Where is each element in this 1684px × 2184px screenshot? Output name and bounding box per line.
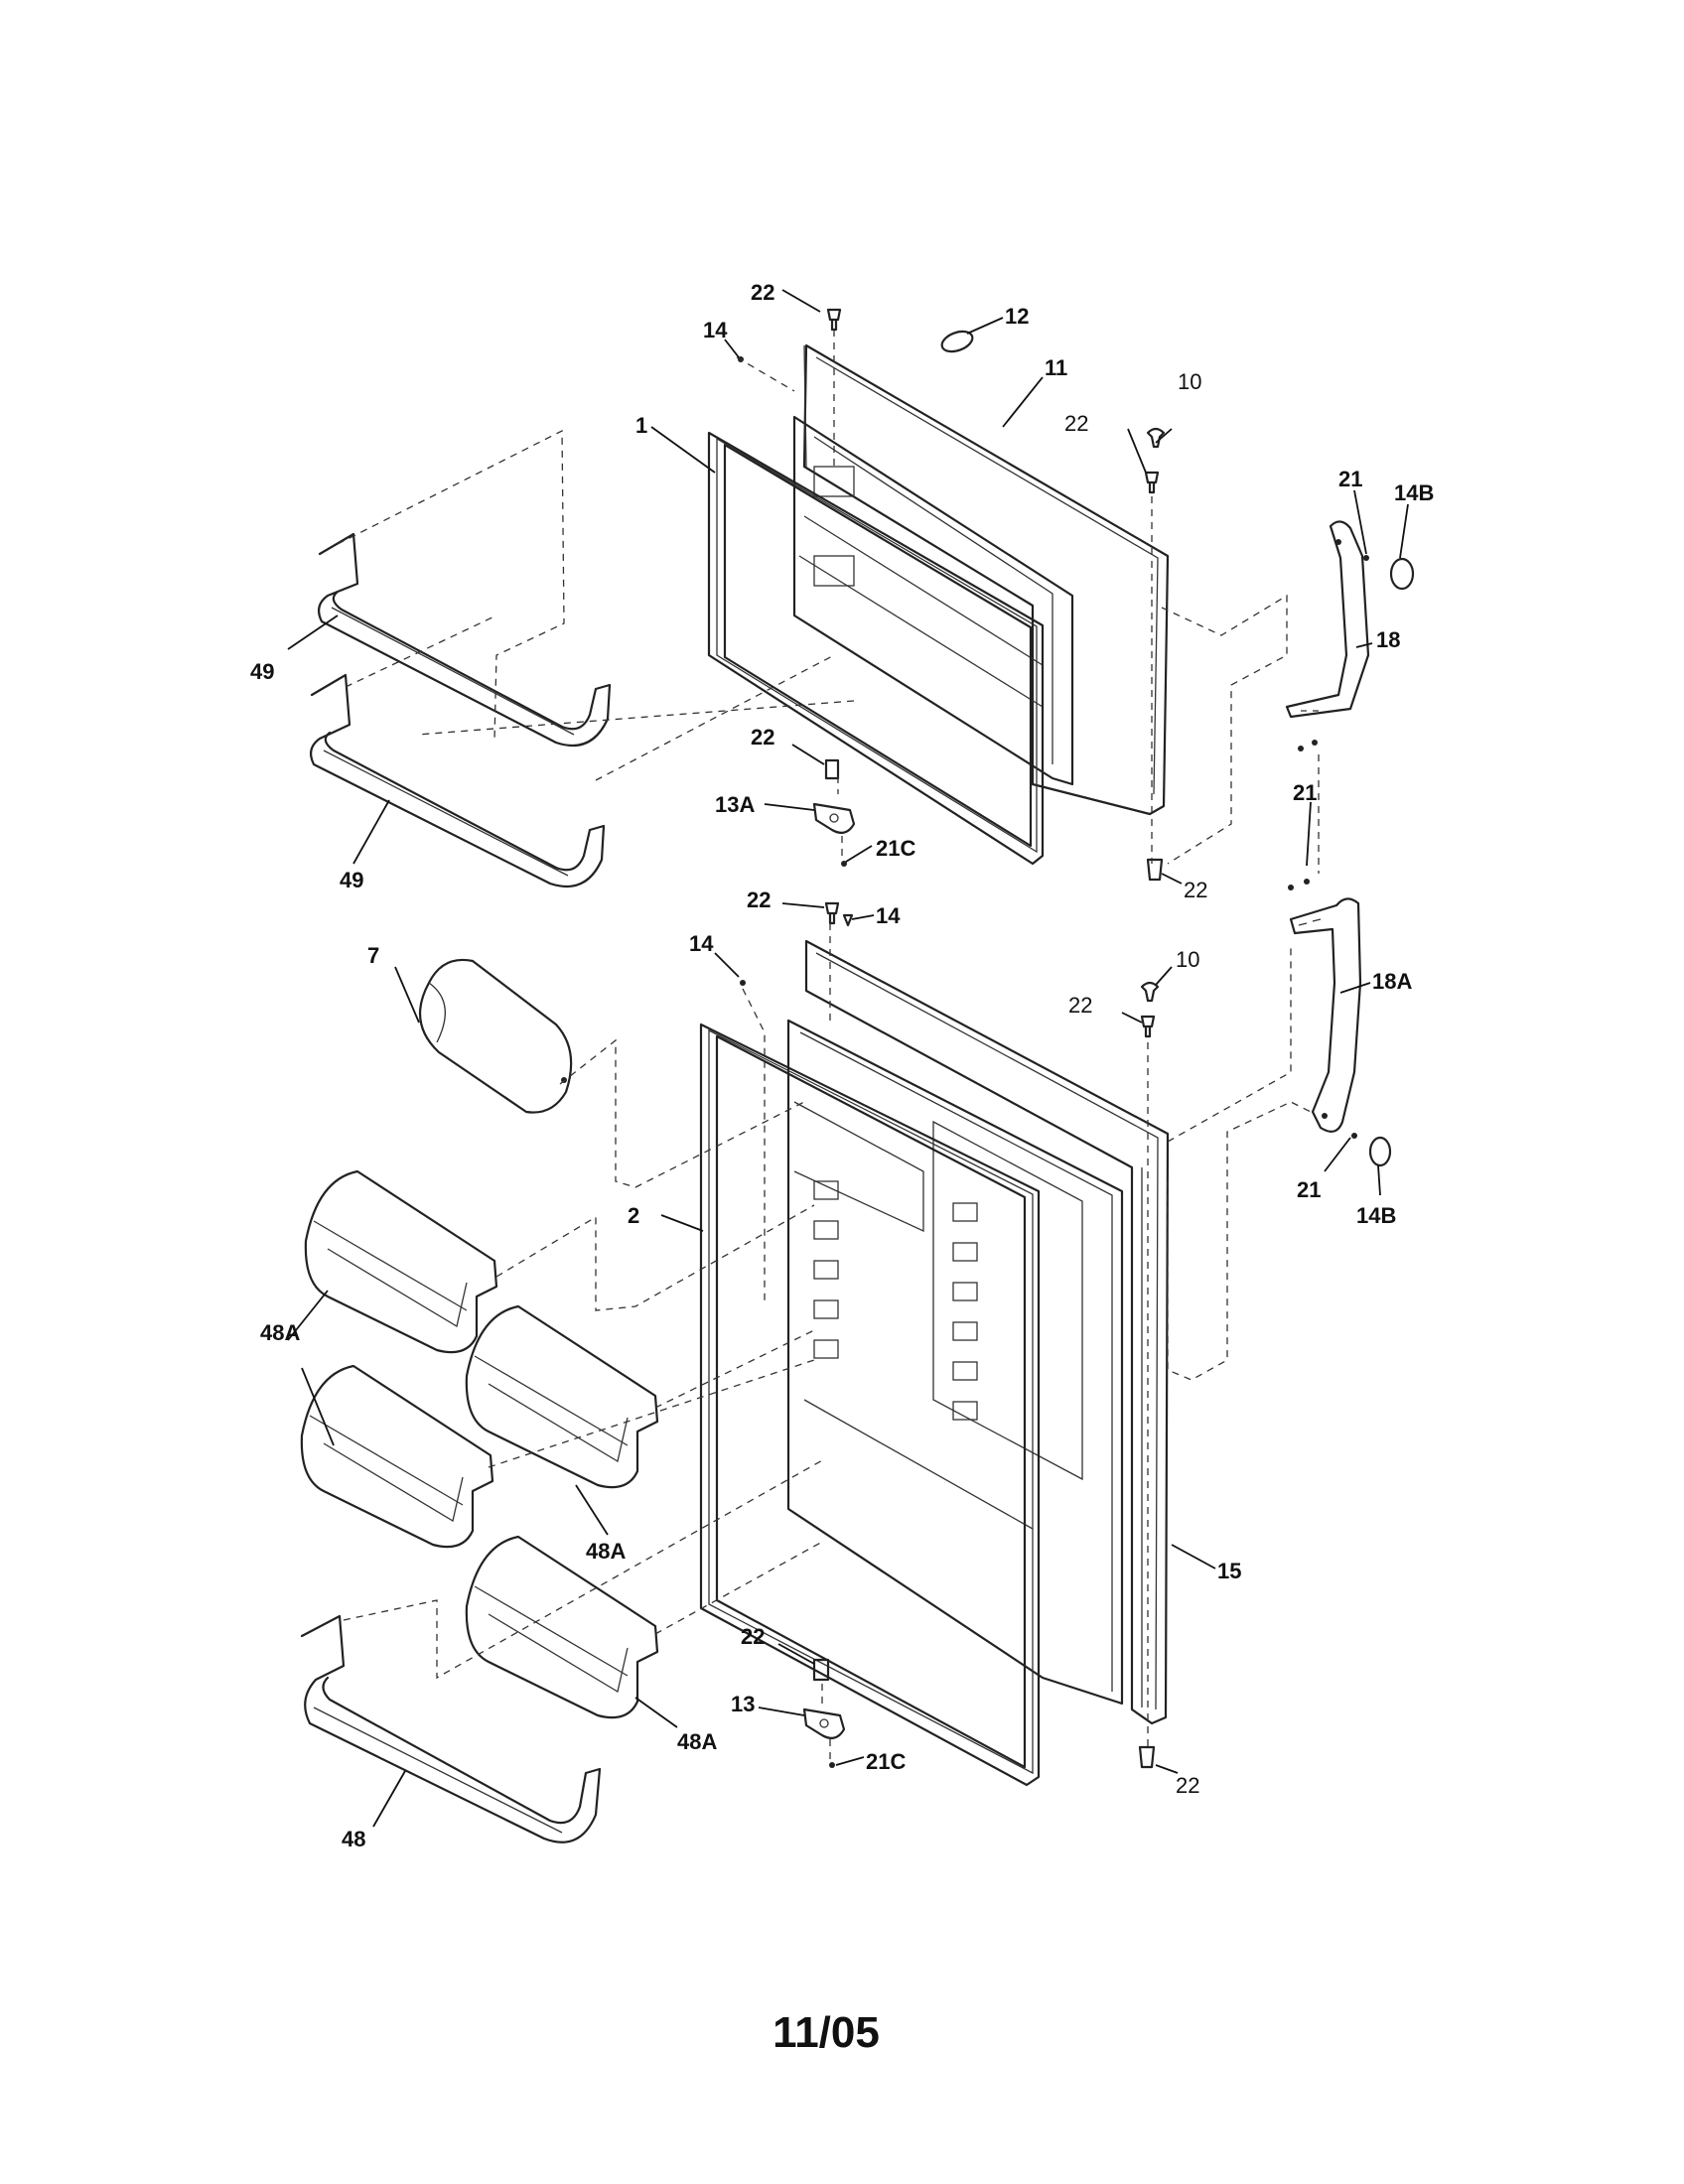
screw-22-top (826, 308, 842, 332)
callout-21: 21 (1297, 1177, 1321, 1202)
door-bin-48A-middle-right (465, 1304, 659, 1489)
screw-22-upper-right (1144, 471, 1160, 494)
callout-15: 15 (1217, 1559, 1241, 1583)
screw-21-handle-18A-bottom (1351, 1133, 1357, 1139)
screw-21C-lower (829, 1762, 835, 1768)
callout-49: 49 (250, 659, 274, 684)
hinge-13 (802, 1707, 846, 1740)
callout-14: 14 (703, 318, 728, 342)
plug-10-lower (1140, 981, 1160, 1003)
callout-14: 14 (689, 931, 714, 956)
plug-10-upper (1146, 427, 1166, 449)
callout-48A: 48A (677, 1729, 717, 1754)
callout-10: 10 (1176, 947, 1199, 972)
screw-14-lower-left (740, 980, 746, 986)
cap-14B-top (1389, 557, 1415, 591)
callout-22: 22 (1064, 411, 1088, 436)
callout-7: 7 (367, 943, 379, 968)
callout-11: 11 (1045, 355, 1067, 380)
leader-lines (287, 289, 1409, 1828)
callout-18A: 18A (1372, 969, 1412, 994)
screw-21C-upper (841, 861, 847, 867)
callout-22: 22 (741, 1624, 765, 1649)
callout-22: 22 (1184, 878, 1207, 902)
screw-21-handle-top (1363, 555, 1369, 561)
footer-date-code: 11/05 (772, 2008, 880, 2057)
callout-22: 22 (751, 280, 774, 305)
callout-48A: 48A (586, 1539, 626, 1564)
door-bin-48A-middle-left (300, 1364, 494, 1549)
freezer-door-gasket (707, 431, 1045, 866)
fresh-food-door-liner (786, 1019, 1124, 1706)
freezer-shelf-bar-upper (317, 532, 612, 748)
hinge-13A (812, 802, 856, 835)
screws-21-handle-18A-top (1288, 879, 1310, 890)
door-bin-48A-upper-left (304, 1169, 498, 1354)
callout-18: 18 (1376, 627, 1400, 652)
screws-21-handle-bottom (1298, 740, 1318, 751)
callout-48A: 48A (260, 1320, 300, 1345)
callout-48: 48 (342, 1827, 365, 1851)
callout-13A: 13A (715, 792, 755, 817)
callout-2: 2 (628, 1203, 639, 1228)
callout-13: 13 (731, 1692, 755, 1716)
callout-14: 14 (876, 903, 901, 928)
screw-14-lower-top (842, 913, 854, 927)
callout-21: 21 (1293, 780, 1317, 805)
liner-dairy-slots-right (952, 1202, 978, 1421)
freezer-door-outer-panel (802, 343, 1170, 816)
fresh-food-door-outer-panel (804, 939, 1170, 1725)
callout-14B: 14B (1356, 1203, 1396, 1228)
callout-21: 21 (1338, 467, 1362, 491)
callout-12: 12 (1005, 304, 1029, 329)
callout-22: 22 (747, 887, 771, 912)
screw-22-lower-top (824, 901, 840, 925)
screw-22-upper-bottom-right (1146, 858, 1164, 882)
callout-labels: 22 12 14 11 10 22 1 21 14B 18 49 22 13A … (250, 280, 1434, 1851)
egg-tray-7 (418, 958, 573, 1114)
callout-22: 22 (751, 725, 774, 750)
callout-22: 22 (1068, 993, 1092, 1018)
handle-18A (1289, 897, 1362, 1133)
alignment-lines (337, 330, 1320, 1763)
screw-22-lower-center (812, 1658, 830, 1682)
screw-22-lower-bottom-right (1138, 1745, 1156, 1769)
fresh-food-door-gasket (699, 1023, 1041, 1787)
handle-18 (1285, 520, 1370, 719)
callout-21C: 21C (876, 836, 915, 861)
screw-22-upper-center (824, 758, 840, 780)
screw-22-lower-right (1140, 1015, 1156, 1038)
callout-21C: 21C (866, 1749, 906, 1774)
callout-1: 1 (635, 413, 647, 438)
door-shelf-bar-48 (300, 1614, 602, 1843)
callout-49: 49 (340, 868, 363, 892)
cap-14B-bottom (1368, 1136, 1392, 1167)
callout-22: 22 (1176, 1773, 1199, 1798)
door-bin-48A-lower (465, 1535, 659, 1719)
callout-10: 10 (1178, 369, 1201, 394)
liner-dairy-slots-left (813, 1180, 839, 1359)
plug-12 (940, 330, 974, 353)
freezer-shelf-bar-lower (309, 673, 606, 888)
callout-14B: 14B (1394, 480, 1434, 505)
freezer-door-liner (792, 415, 1074, 786)
